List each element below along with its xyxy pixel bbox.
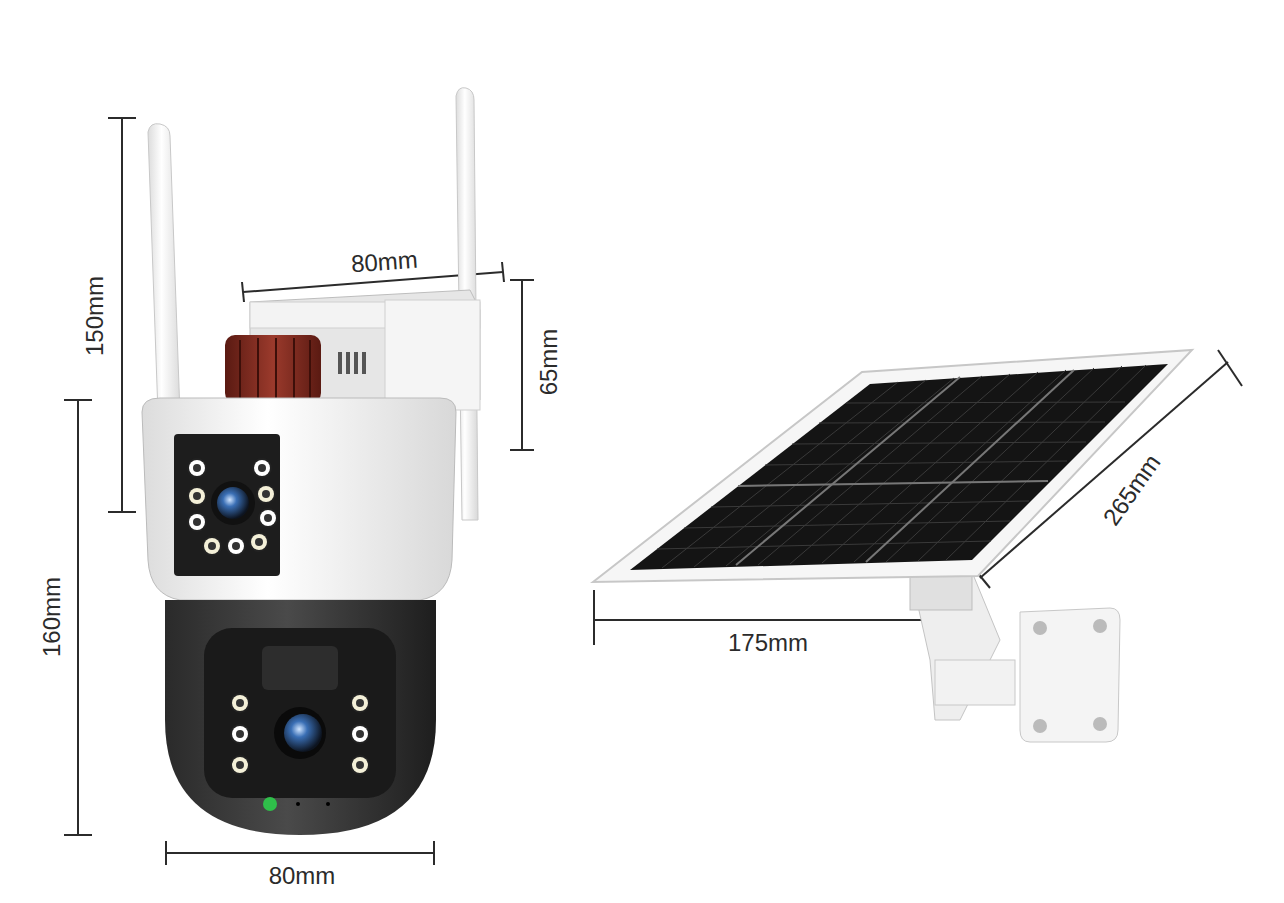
dimension-label: 150mm (81, 272, 109, 360)
dimension-label: 175mm (724, 629, 812, 657)
camera-dome (165, 600, 436, 835)
dimension-label: 80mm (346, 245, 422, 278)
dimension-label: 160mm (38, 573, 66, 661)
dimension-label: 265mm (1095, 446, 1168, 534)
camera-upper-body (142, 398, 456, 600)
solar-panel (593, 350, 1192, 742)
dimension-label: 65mm (535, 325, 563, 400)
dimension-label: 80mm (265, 862, 340, 890)
battery-module (225, 290, 480, 410)
dimension-lines (64, 118, 1242, 865)
